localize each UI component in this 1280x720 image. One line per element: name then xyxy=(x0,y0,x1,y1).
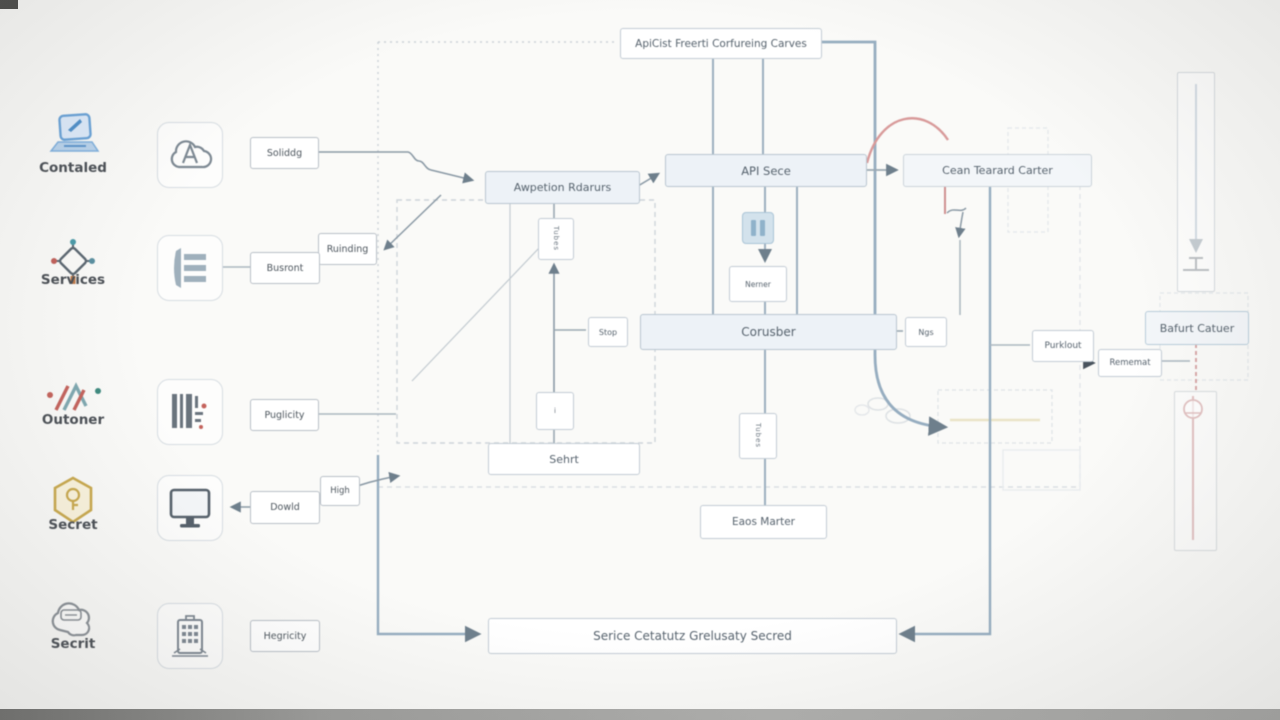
laptop-blue-icon xyxy=(48,112,100,158)
legend-label-contained: Contaled xyxy=(39,160,107,176)
node-adoption: Awpetion Rdarurs xyxy=(485,171,640,204)
node-purklout: Purklout xyxy=(1032,330,1094,362)
legend-label-customer: Outoner xyxy=(41,412,105,428)
node-event-monitor: Eaos Marter xyxy=(700,505,827,539)
document-list-icon xyxy=(174,248,206,288)
tile-building xyxy=(157,603,223,669)
tag-busront: Busront xyxy=(250,252,320,284)
legend-label-services: Services xyxy=(40,272,106,288)
tile-monitor xyxy=(157,475,223,541)
node-tubes-bottom: Tubes xyxy=(739,413,777,459)
node-bafurt: Bafurt Catuer xyxy=(1145,311,1249,345)
service-node-icon xyxy=(50,238,96,286)
node-api-service: API Sece xyxy=(665,154,867,187)
tile-barcode-text xyxy=(157,379,223,445)
gold-hexagon-icon xyxy=(52,476,94,524)
tag-hegricity: Hegricity xyxy=(250,620,320,652)
node-stop: Stop xyxy=(588,317,628,347)
bottom-edge-bar xyxy=(0,709,1280,720)
customer-logo-icon xyxy=(44,380,104,416)
barcode-text-icon xyxy=(172,394,207,429)
node-rememat: Rememat xyxy=(1098,349,1162,377)
node-service-gateway: Serice Cetatutz Grelusaty Secred xyxy=(488,618,897,654)
legend-label-secrit: Secrit xyxy=(50,636,96,652)
tag-high: High xyxy=(320,476,360,506)
node-nerner: Nerner xyxy=(729,266,787,302)
node-ngs: Ngs xyxy=(905,317,947,347)
right-column-frame-top xyxy=(1177,72,1215,292)
queue-chip-icon xyxy=(742,212,774,244)
monitor-icon xyxy=(169,488,211,528)
node-banner: ApiCist Freerti Corfureing Carves xyxy=(620,28,822,59)
tag-puglicity: Puglicity xyxy=(250,399,319,431)
node-marker: i xyxy=(536,392,574,430)
cloud-badge-icon xyxy=(46,598,100,640)
tag-soliddg: Soliddg xyxy=(250,137,319,169)
corner-artifact xyxy=(0,0,18,9)
right-column-frame-bottom xyxy=(1174,391,1217,551)
tile-cloud-a xyxy=(157,122,223,188)
cloud-a-icon xyxy=(170,140,213,169)
node-container: Corusber xyxy=(640,314,897,350)
tile-document-list xyxy=(157,235,223,301)
chip-bar xyxy=(751,220,756,236)
node-clean-forward: Cean Tearard Carter xyxy=(903,154,1092,187)
node-tubes-top: Tubes xyxy=(538,218,574,260)
tag-ruinding: Ruinding xyxy=(318,233,377,265)
node-select: Sehrt xyxy=(488,443,640,475)
building-icon xyxy=(172,615,208,657)
tag-dowld: Dowld xyxy=(250,491,320,524)
chip-bar xyxy=(760,220,765,236)
legend-label-secret: Secret xyxy=(48,517,98,533)
